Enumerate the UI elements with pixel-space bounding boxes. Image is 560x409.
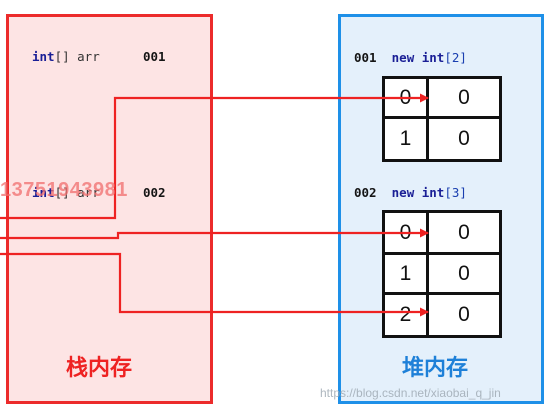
array2-value-cell: 0 (426, 292, 502, 338)
phone-watermark: 13751943981 (0, 179, 128, 201)
heap-addr-002: 002 (354, 185, 377, 200)
stack-var-arr-002: int[] arr (32, 185, 100, 200)
stack-var-addr-002: 002 (143, 185, 166, 200)
new-keyword: new (391, 185, 415, 200)
array-size: [2] (444, 50, 467, 65)
int-keyword: int (32, 185, 55, 200)
array1-value-cell: 0 (426, 116, 502, 162)
array2-value-cell: 0 (426, 252, 502, 295)
arrow-arr2-to-array2-index0 (0, 228, 429, 240)
arrow-arr1-to-array1 (0, 93, 429, 220)
var-decl: [] arr (54, 185, 100, 200)
new-keyword: new (391, 50, 415, 65)
int-keyword: int (421, 185, 445, 200)
heap-addr-001: 001 (354, 50, 377, 65)
url-watermark: https://blog.csdn.net/xiaobai_q_jin (320, 386, 501, 400)
heap-array2-label: 002 new int[3] (354, 185, 467, 200)
stack-memory-title: 栈内存 (66, 356, 133, 381)
stack-var-addr-001: 001 (143, 49, 166, 64)
int-keyword: int (32, 49, 55, 64)
arrow-arr2-to-array2-index2 (0, 252, 429, 317)
var-decl: [] arr (54, 49, 100, 64)
stack-var-arr-001: int[] arr (32, 49, 100, 64)
heap-memory-title: 堆内存 (402, 356, 469, 381)
heap-array1-label: 001 new int[2] (354, 50, 467, 65)
int-keyword: int (421, 50, 445, 65)
stack-memory-panel (6, 14, 213, 404)
array-size: [3] (444, 185, 467, 200)
